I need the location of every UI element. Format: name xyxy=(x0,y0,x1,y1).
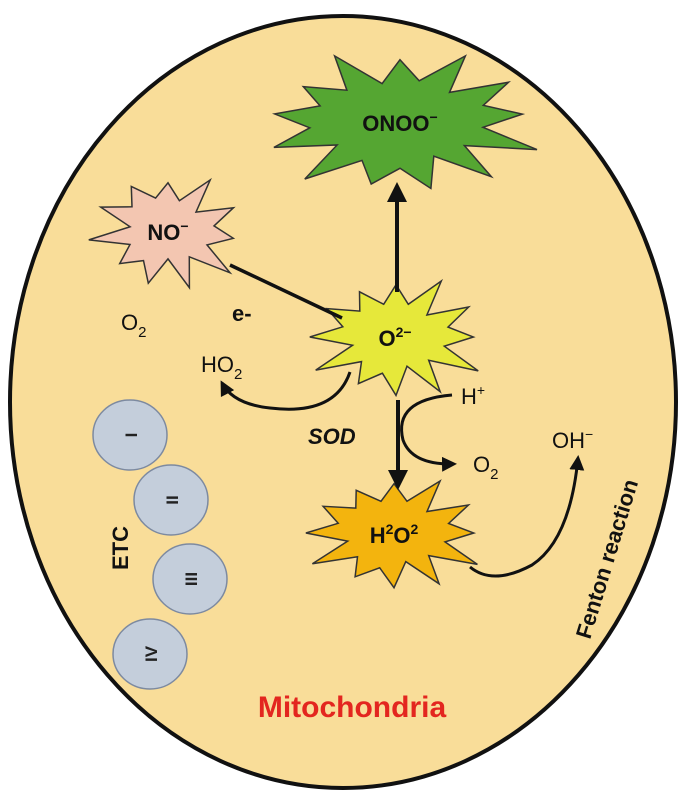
etc-label: ETC xyxy=(108,526,133,570)
no-to-superoxide-line xyxy=(229,263,343,320)
complex-i-shape xyxy=(92,399,168,471)
no-label: NO− xyxy=(147,218,188,245)
onoo-burst-shape xyxy=(271,54,538,190)
complex-ii-label: II xyxy=(163,495,182,504)
complex-iii-shape xyxy=(152,543,228,615)
electron-label: e- xyxy=(232,301,252,326)
onoo-label: ONOO− xyxy=(362,109,437,136)
sod-label: SOD xyxy=(308,424,356,449)
complex-iv-shape xyxy=(112,618,188,690)
complex-i-label: I xyxy=(122,433,141,438)
complex-ii-shape xyxy=(133,464,209,536)
mitochondria-label: Mitochondria xyxy=(258,691,447,724)
ho2-label: HO2 xyxy=(201,352,242,383)
complex-i: I xyxy=(92,399,168,471)
peroxide-label: H2O2 xyxy=(370,521,419,548)
complex-ii: II xyxy=(133,464,209,536)
superoxide-label: O2− xyxy=(378,324,411,351)
complex-iii: III xyxy=(152,543,228,615)
superoxide-burst-shape xyxy=(309,278,479,398)
complex-iv: IV xyxy=(112,618,188,690)
no-burst-shape xyxy=(88,177,236,290)
fenton-curve-arrow xyxy=(469,455,585,578)
complex-iii-label: III xyxy=(182,572,201,586)
complex-iv-label: IV xyxy=(142,645,161,662)
o2-left-label: O2 xyxy=(121,310,146,341)
superoxide-to-ho2-curve-arrow xyxy=(220,371,352,411)
oh-label: OH− xyxy=(552,426,593,453)
o2-right-label: O2 xyxy=(473,452,498,483)
h-plus-label: H+ xyxy=(461,382,485,409)
h-plus-to-o2-curve-arrow xyxy=(400,393,457,472)
peroxide-burst-shape xyxy=(305,479,478,590)
